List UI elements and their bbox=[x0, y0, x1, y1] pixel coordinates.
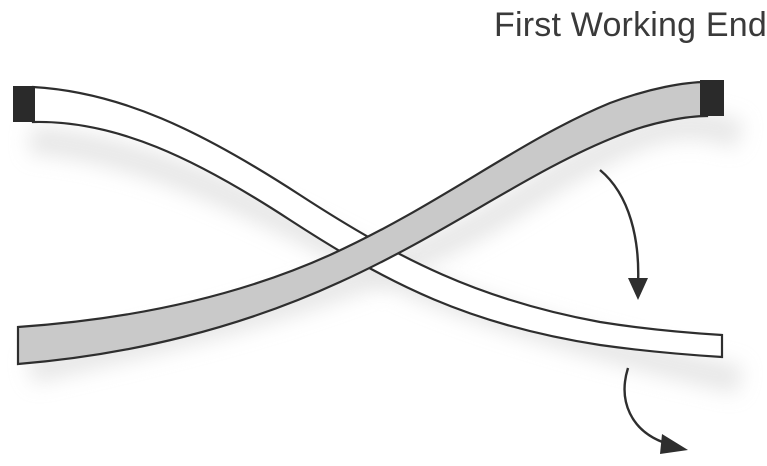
curved-arrow-right-icon bbox=[625, 368, 688, 454]
white-strand-end-cap bbox=[13, 86, 35, 122]
curved-arrow-down-icon bbox=[600, 170, 648, 300]
first-working-end-label: First Working End bbox=[494, 6, 767, 45]
shaded-strand-end-cap bbox=[700, 80, 724, 116]
